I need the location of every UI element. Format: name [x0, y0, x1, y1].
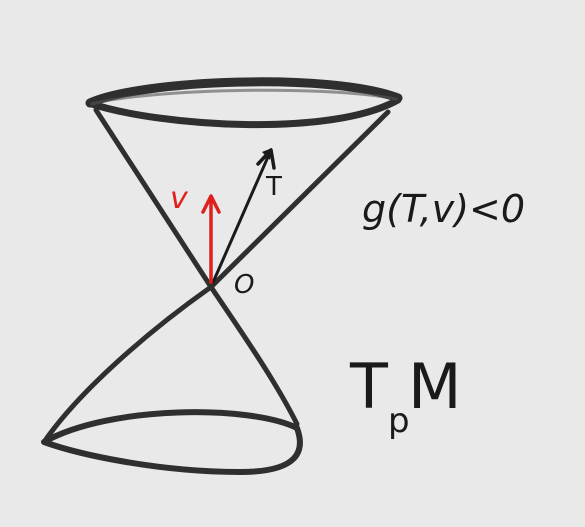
tangent-space-label: T p M: [349, 350, 462, 441]
inner-product-condition: g(T,v)<0: [362, 187, 525, 231]
tangent-space-T: T: [349, 350, 389, 423]
origin-label: O: [234, 270, 254, 300]
vector-v-label: v: [170, 181, 189, 216]
vector-v-arrow: [201, 194, 221, 289]
upper-cone-sides: [93, 107, 391, 290]
upper-cone-rim: [85, 77, 403, 129]
vector-T-label: T: [265, 172, 282, 202]
lower-cone-sides: [41, 284, 300, 445]
tangent-space-M: M: [408, 350, 462, 423]
lower-cone-rim: [41, 409, 303, 475]
tangent-space-subscript-p: p: [388, 401, 410, 441]
vector-T-arrow: [209, 148, 276, 289]
origin-point: [207, 283, 215, 291]
